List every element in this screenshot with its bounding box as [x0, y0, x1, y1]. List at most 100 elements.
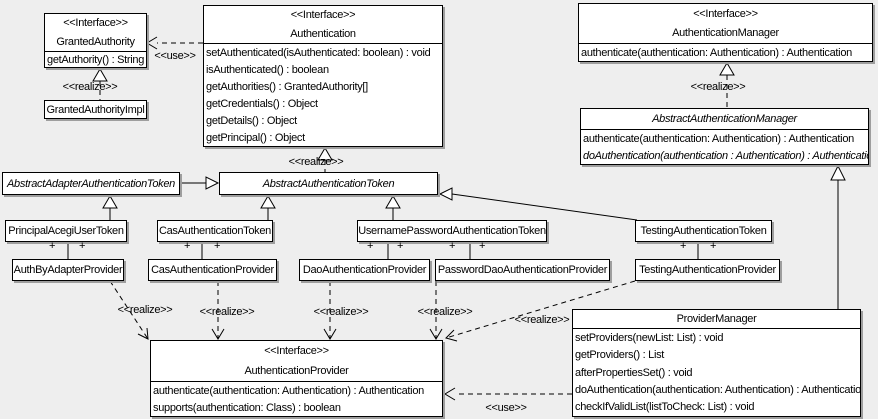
plus-label: + [78, 240, 86, 252]
method-label: checkIfValidList(listToCheck: List) : vo… [575, 401, 755, 414]
method-label: getPrincipal() : Object [206, 131, 305, 144]
title-compartment: TestingAuthenticationToken [636, 221, 771, 241]
edge-realize-testing-provider[interactable] [445, 280, 636, 339]
abstract-adapter-authentication-token[interactable]: AbstractAdapterAuthenticationToken [2, 172, 180, 195]
method-label: afterPropertiesSet() : void [575, 366, 693, 379]
title-compartment: CasAuthenticationToken [158, 221, 272, 241]
methods-compartment: getAuthority() : String [45, 51, 146, 67]
arrowhead-realize-aam [719, 62, 735, 76]
class-name: Authentication [290, 27, 356, 40]
auth-by-adapter-provider[interactable]: AuthByAdapterProvider [12, 259, 124, 281]
methods-compartment: authenticate(authentication: Authenticat… [151, 381, 442, 416]
realize-label: <<realize>> [690, 81, 746, 93]
realize-label: <<realize>> [62, 81, 118, 93]
title-compartment: <<Interface>> Authentication [204, 6, 442, 43]
arrowhead-realize-password-dao [429, 328, 443, 340]
plus-label: + [396, 240, 404, 252]
title-compartment: <<Interface>> GrantedAuthority [45, 14, 146, 51]
method-label: authenticate(authentication: Authenticat… [583, 132, 854, 145]
use-label: <<use>> [154, 50, 196, 62]
principal-acegi-user-token[interactable]: PrincipalAcegiUserToken [5, 220, 127, 242]
title-compartment: AuthByAdapterProvider [13, 260, 123, 280]
arrowhead-gen-username [385, 195, 401, 209]
title-compartment: UsernamePasswordAuthenticationToken [358, 221, 546, 241]
title-compartment: <<Interface>> AuthenticationProvider [151, 341, 442, 381]
title-compartment: PasswordDaoAuthenticationProvider [436, 260, 609, 280]
method-label: authenticate(authentication: Authenticat… [581, 46, 852, 59]
stereotype-label: <<Interface>> [693, 7, 758, 20]
class-name: ProviderManager [676, 313, 757, 325]
title-compartment: AbstractAuthenticationManager [581, 109, 868, 129]
plus-label: + [709, 240, 717, 252]
granted-authority-impl[interactable]: GrantedAuthorityImpl [44, 100, 147, 119]
class-name: AuthenticationManager [672, 27, 779, 40]
class-name: GrantedAuthorityImpl [46, 103, 145, 116]
methods-compartment: authenticate(authentication: Authenticat… [581, 129, 868, 164]
arrowhead-realize-ga-impl [92, 68, 108, 82]
class-name: PasswordDaoAuthenticationProvider [437, 264, 608, 276]
plus-label: + [48, 240, 56, 252]
class-name: AbstractAuthenticationToken [262, 177, 395, 190]
class-name: TestingAuthenticationToken [640, 225, 767, 237]
class-name: AbstractAuthenticationManager [652, 113, 797, 125]
abstract-authentication-token[interactable]: AbstractAuthenticationToken [219, 172, 438, 195]
arrowhead-realize-testing [445, 329, 458, 342]
method-label: setAuthenticated(isAuthenticated: boolea… [206, 46, 431, 59]
arrowhead-use-bottom [444, 387, 456, 401]
method-label: getAuthorities() : GrantedAuthority[] [206, 80, 368, 93]
cas-authentication-token[interactable]: CasAuthenticationToken [157, 220, 273, 242]
realize-label: <<realize>> [417, 306, 473, 318]
plus-label: + [478, 240, 486, 252]
arrowhead-realize-dao [323, 328, 337, 340]
abstract-authentication-manager[interactable]: AbstractAuthenticationManager authenticat… [580, 108, 869, 165]
arrowhead-realize-auth-by-adapter [137, 327, 149, 340]
edge-realize-auth-by-adapter[interactable] [109, 280, 149, 340]
method-label: getCredentials() : Object [206, 97, 318, 110]
arrowhead-use-top [146, 36, 158, 50]
arrowhead-realize-aat [317, 147, 333, 161]
plus-label: + [448, 240, 456, 252]
testing-authentication-token[interactable]: TestingAuthenticationToken [635, 220, 772, 242]
title-compartment: PrincipalAcegiUserToken [6, 221, 126, 241]
authentication-manager[interactable]: <<Interface>> AuthenticationManager authen… [578, 3, 873, 62]
stereotype-label: <<Interface>> [63, 17, 128, 30]
testing-authentication-provider[interactable]: TestingAuthenticationProvider [635, 259, 780, 281]
authentication-provider[interactable]: <<Interface>> AuthenticationProvider authe… [150, 340, 443, 417]
use-label: <<use>> [485, 402, 527, 414]
title-compartment: GrantedAuthorityImpl [45, 101, 146, 118]
plus-label: + [213, 240, 221, 252]
plus-label: + [679, 240, 687, 252]
method-label: doAuthentication(authentication: Authent… [575, 383, 860, 396]
class-name: AbstractAdapterAuthenticationToken [7, 177, 175, 190]
title-compartment: AbstractAuthenticationToken [220, 173, 437, 194]
class-name: CasAuthenticationProvider [151, 264, 274, 276]
class-name: PrincipalAcegiUserToken [8, 225, 124, 237]
class-name: DaoAuthenticationProvider [302, 264, 427, 276]
title-compartment: AbstractAdapterAuthenticationToken [3, 173, 179, 194]
password-dao-authentication-provider[interactable]: PasswordDaoAuthenticationProvider [435, 259, 610, 281]
edge-gen-testing-token[interactable] [451, 193, 638, 221]
dao-authentication-provider[interactable]: DaoAuthenticationProvider [299, 259, 430, 281]
class-name: AuthenticationProvider [244, 365, 349, 377]
title-compartment: ProviderManager [573, 310, 860, 328]
method-label: getProviders() : List [575, 349, 665, 362]
granted-authority[interactable]: <<Interface>> GrantedAuthority getAuthorit… [44, 13, 147, 68]
stereotype-label: <<Interface>> [290, 9, 356, 22]
cas-authentication-provider[interactable]: CasAuthenticationProvider [148, 259, 277, 281]
arrowhead-gen-testing [438, 187, 453, 201]
title-compartment: <<Interface>> AuthenticationManager [579, 4, 872, 43]
arrowhead-gen-principal [102, 195, 118, 209]
methods-compartment: authenticate(authentication: Authenticat… [579, 43, 872, 61]
realize-label: <<realize>> [117, 304, 173, 316]
method-label: supports(authentication: Class) : boolea… [153, 401, 341, 414]
realize-label: <<realize>> [514, 314, 570, 326]
username-password-authentication-token[interactable]: UsernamePasswordAuthenticationToken [357, 220, 547, 242]
method-label: getDetails() : Object [206, 114, 297, 127]
stereotype-label: <<Interface>> [264, 345, 329, 357]
method-label: isAuthenticated() : boolean [206, 63, 329, 76]
authentication[interactable]: <<Interface>> Authentication setAuthentica… [203, 5, 443, 147]
class-name: GrantedAuthority [56, 35, 135, 48]
